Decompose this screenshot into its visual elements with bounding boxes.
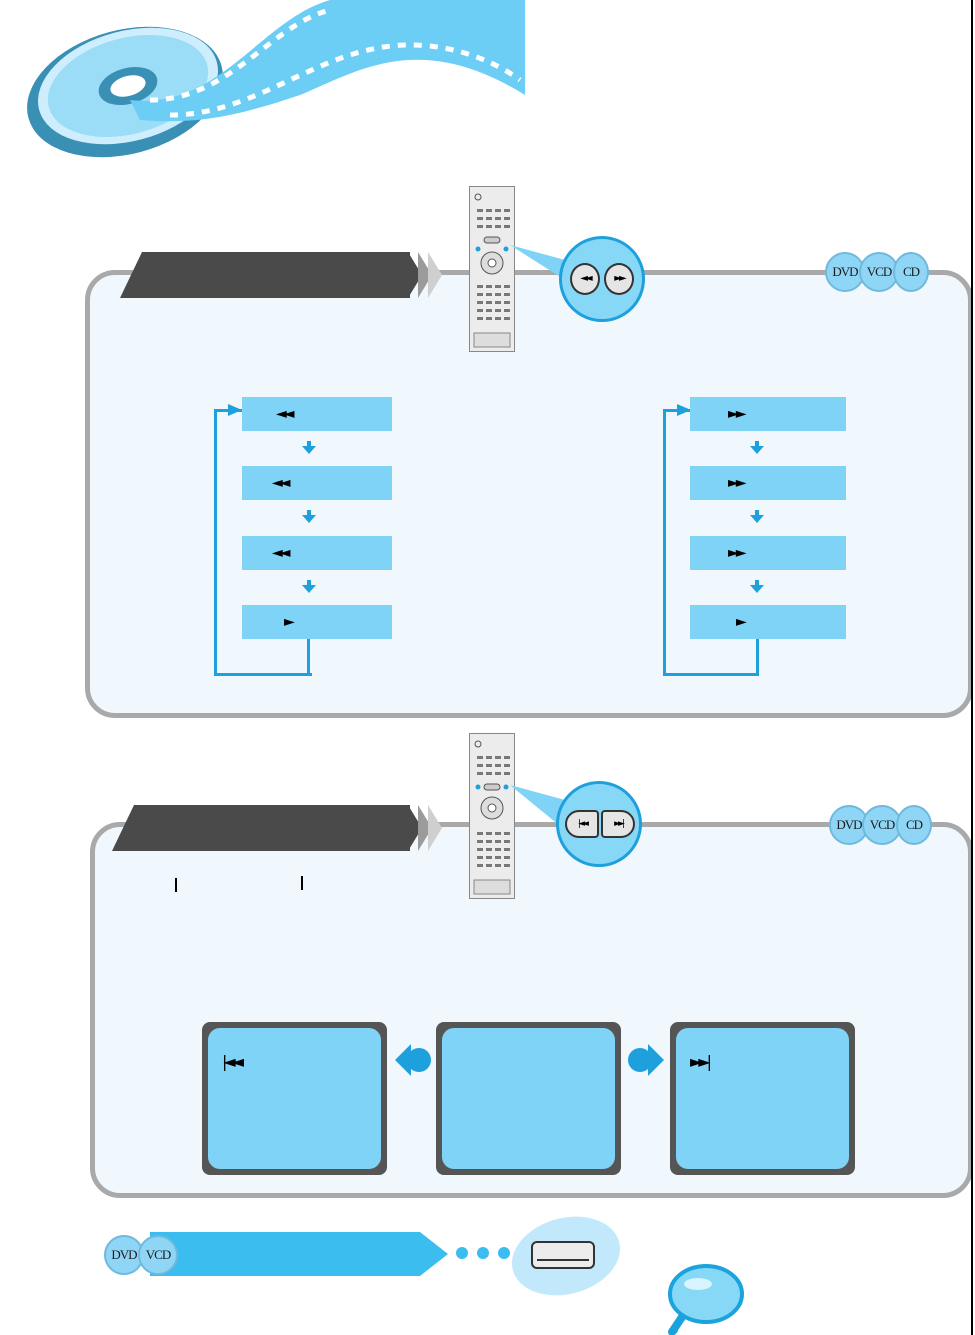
forward-loop-arrowhead [677, 404, 691, 416]
down-arrow-icon [750, 580, 764, 593]
header-chevron-3 [428, 805, 442, 851]
down-arrow-icon [750, 441, 764, 454]
cd-badge: CD [893, 252, 929, 292]
text-mark [301, 876, 303, 890]
forward-step-2: ►► [690, 466, 846, 500]
page-edge-line [971, 0, 973, 1335]
dvd-badge: DVD [104, 1235, 144, 1275]
disc-filmstrip-illustration [27, 0, 525, 158]
reverse-loop-return [307, 639, 310, 676]
vcd-badge: VCD [859, 252, 899, 292]
down-arrow-icon [302, 580, 316, 593]
text-mark [175, 878, 177, 892]
forward-loop-return [756, 639, 759, 676]
skip-next-button[interactable]: ►►| [601, 810, 635, 838]
reverse-step-3: ◄◄ [242, 536, 392, 570]
reverse-loop-arrowhead [228, 404, 242, 416]
skip-previous-icon: |◄◄ [222, 1052, 244, 1071]
vcd-badge: VCD [862, 805, 902, 845]
forward-step-play: ► [690, 605, 846, 639]
dots-connector [456, 1247, 510, 1259]
reverse-step-1: ◄◄ [242, 397, 392, 431]
down-arrow-icon [302, 510, 316, 523]
forward-step-1: ►► [690, 397, 846, 431]
reverse-step-play: ► [242, 605, 392, 639]
skip-next-icon: ►►| [690, 1052, 712, 1071]
remote-button-illustration[interactable] [531, 1241, 595, 1269]
fast-forward-button[interactable]: ►► [604, 263, 634, 295]
right-arrow-icon [628, 1044, 664, 1076]
callout-pointer [510, 785, 565, 830]
skip-buttons-callout: |◄◄ ►►| [556, 781, 642, 867]
callout-pointer [510, 245, 565, 280]
search-buttons-callout: ◄◄ ►► [559, 236, 645, 322]
tv-screen-next: ►►| [670, 1022, 855, 1175]
forward-step-3: ►► [690, 536, 846, 570]
rewind-button[interactable]: ◄◄ [570, 263, 600, 295]
down-arrow-icon [750, 510, 764, 523]
header-chevron-3 [428, 252, 442, 298]
search-header [120, 252, 410, 298]
skip-header [112, 805, 410, 851]
remote-control-icon [469, 733, 515, 899]
remote-control-icon [469, 186, 515, 352]
reverse-step-2: ◄◄ [242, 466, 392, 500]
skip-previous-button[interactable]: |◄◄ [565, 810, 599, 838]
cd-badge: CD [896, 805, 932, 845]
left-arrow-icon [395, 1044, 431, 1076]
vcd-badge: VCD [138, 1235, 178, 1275]
tv-screen-current [436, 1022, 621, 1175]
down-arrow-icon [302, 441, 316, 454]
footer-arrow-banner [150, 1232, 448, 1276]
tv-screen-previous: |◄◄ [202, 1022, 387, 1175]
magnifier-icon [668, 1264, 744, 1335]
